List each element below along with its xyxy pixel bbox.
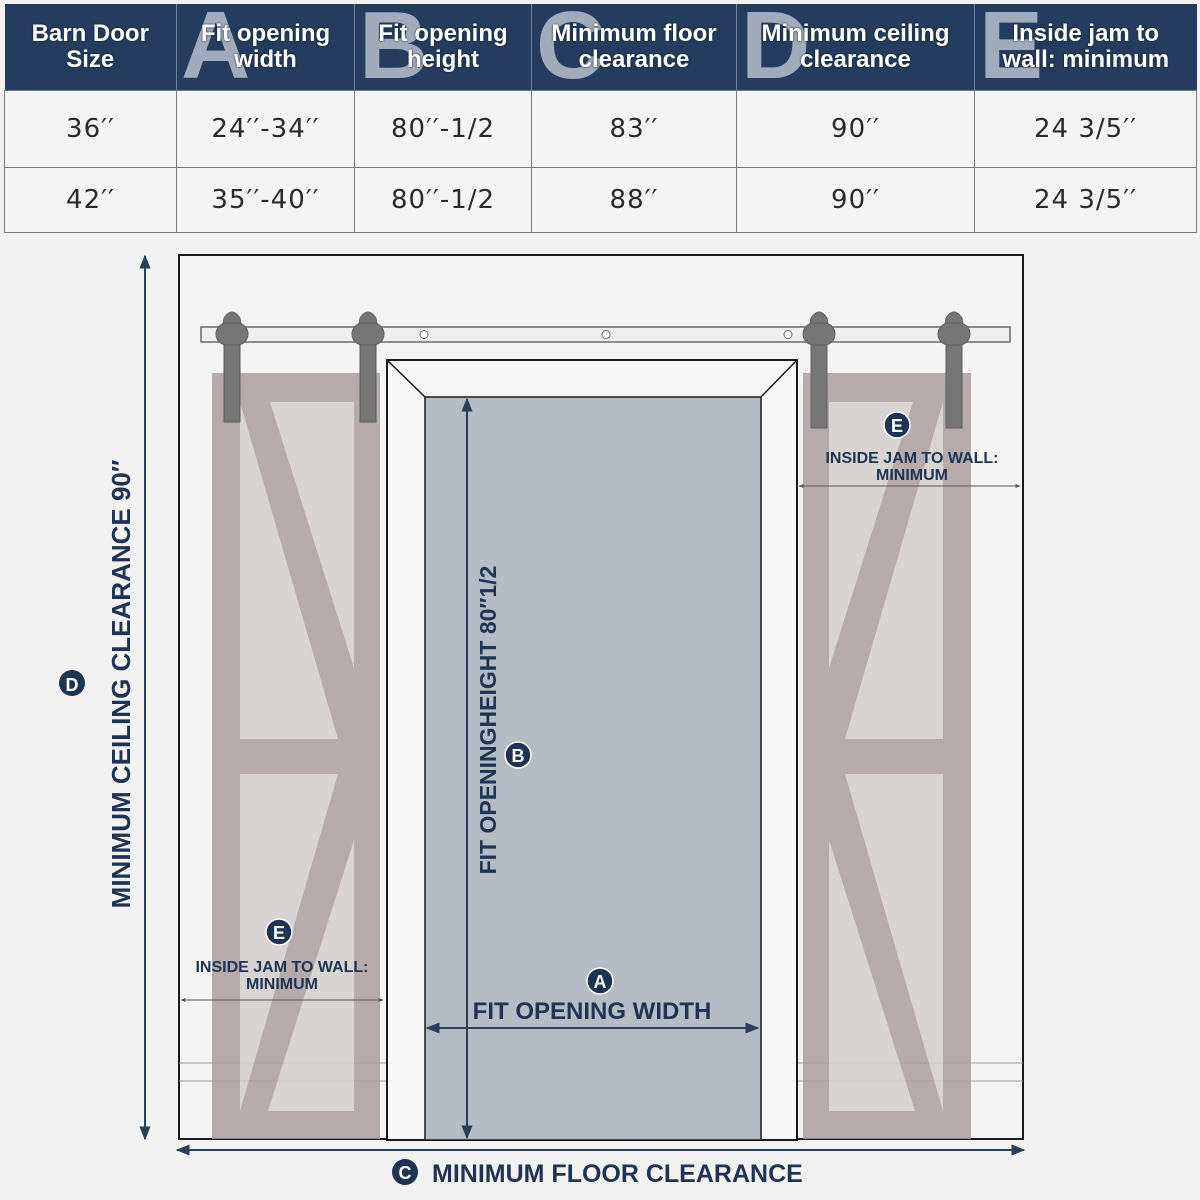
- badge-d: D: [59, 670, 85, 696]
- hanger-roller-icon: [215, 311, 249, 423]
- header-fit-opening-width: A Fit opening width: [176, 4, 355, 91]
- header-min-floor-clearance: C Minimum floor clearance: [531, 4, 737, 91]
- table-cell: 24 3/5′′: [974, 167, 1197, 233]
- header-letter-d: D: [741, 4, 811, 91]
- inside-jam-left-line1: INSIDE JAM TO WALL:: [195, 959, 368, 976]
- opening-width-label: FIT OPENING WIDTH: [473, 998, 712, 1025]
- badge-e-right: E: [883, 411, 911, 439]
- right-barn-door: [803, 373, 971, 1139]
- header-fit-opening-height: B Fit opening height: [354, 4, 532, 91]
- opening-height-label: FIT OPENINGHEIGHT 80′′1/2: [475, 566, 501, 875]
- inside-jam-right-line1: INSIDE JAM TO WALL:: [825, 450, 998, 467]
- header-letter-b: B: [359, 4, 429, 91]
- svg-text:E: E: [891, 416, 903, 436]
- table-cell: 90′′: [736, 90, 975, 168]
- header-door-size: Barn Door Size: [4, 4, 177, 91]
- table-cell: 24 3/5′′: [974, 90, 1197, 168]
- table-cell: 80′′-1/2: [354, 90, 532, 168]
- header-letter-c: C: [536, 4, 606, 91]
- table-header-row: Barn Door Size A Fit opening width B Fit…: [4, 4, 1197, 91]
- svg-text:C: C: [399, 1163, 412, 1183]
- left-barn-door: [212, 373, 380, 1139]
- table-cell: 24′′-34′′: [176, 90, 355, 168]
- badge-e-left: E: [265, 918, 293, 946]
- badge-b: B: [504, 741, 532, 769]
- hanger-roller-icon: [351, 311, 385, 423]
- table-cell: 80′′-1/2: [354, 167, 532, 233]
- table-cell: 35′′-40′′: [176, 167, 355, 233]
- ceiling-clearance-label: MINIMUM CEILING CLEARANCE 90″: [106, 460, 136, 909]
- inside-jam-left-line2: MINIMUM: [246, 976, 318, 993]
- header-letter-e: E: [979, 4, 1044, 91]
- door-casing: [386, 359, 798, 1141]
- svg-text:E: E: [273, 923, 285, 943]
- svg-text:D: D: [66, 675, 79, 695]
- table-cell: 90′′: [736, 167, 975, 233]
- header-inside-jam: E Inside jam to wall: minimum: [974, 4, 1197, 91]
- table-row: 42′′ 35′′-40′′ 80′′-1/2 88′′ 90′′ 24 3/5…: [4, 167, 1197, 233]
- hanger-roller-icon: [937, 311, 971, 429]
- badge-a: A: [586, 967, 614, 995]
- spec-table: Barn Door Size A Fit opening width B Fit…: [4, 4, 1197, 233]
- header-min-ceiling-clearance: D Minimum ceiling clearance: [736, 4, 975, 91]
- table-cell: 83′′: [531, 90, 737, 168]
- table-cell: 88′′: [531, 167, 737, 233]
- inside-jam-right-line2: MINIMUM: [876, 467, 948, 484]
- svg-text:A: A: [594, 972, 607, 992]
- table-cell: 42′′: [4, 167, 177, 233]
- badge-c: C: [392, 1159, 418, 1185]
- floor-clearance-label: MINIMUM FLOOR CLEARANCE: [432, 1160, 803, 1188]
- table-cell: 36′′: [4, 90, 177, 168]
- table-row: 36′′ 24′′-34′′ 80′′-1/2 83′′ 90′′ 24 3/5…: [4, 90, 1197, 168]
- svg-text:B: B: [512, 746, 525, 766]
- sliding-rail: [200, 326, 1011, 343]
- header-letter-a: A: [181, 4, 251, 91]
- hanger-roller-icon: [802, 311, 836, 429]
